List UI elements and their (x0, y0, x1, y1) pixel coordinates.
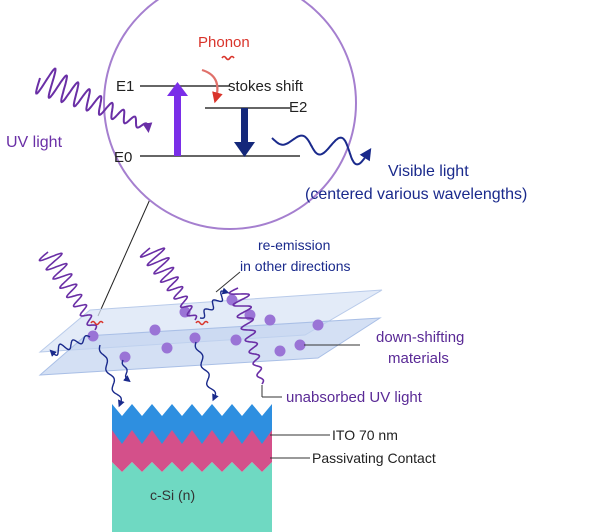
e2-label: E2 (289, 99, 307, 116)
incident-uv-wave (38, 251, 98, 331)
uv-light-label: UV light (6, 134, 63, 151)
incident-uv-wave (139, 247, 198, 321)
particle (87, 330, 99, 342)
particle (189, 332, 201, 344)
re-emission-label-line2: in other directions (240, 258, 351, 274)
particle (226, 294, 238, 306)
zoom-connector-left (97, 187, 156, 317)
re-emission-label-line1: re-emission (258, 237, 330, 253)
transmitted-wave (98, 344, 125, 408)
particle (274, 345, 286, 357)
phonon-squiggle (90, 320, 104, 326)
transmitted-wave (121, 359, 131, 383)
transmitted-wave (194, 341, 219, 402)
re-emitted-wave-up (199, 287, 230, 319)
e0-label: E0 (114, 149, 132, 166)
c-si-substrate (112, 462, 272, 532)
down-shifting-label-line1: down-shifting (376, 329, 464, 346)
passivating-contact-layer (112, 424, 272, 472)
emission-arrow-head (234, 142, 255, 157)
emission-arrow-shaft (241, 108, 248, 144)
phonon-squiggle (195, 320, 209, 326)
particle (312, 319, 324, 331)
down-shifting-label-line2: materials (388, 350, 449, 367)
energy-diagram-circle (103, 0, 357, 230)
phonon-squiggle (221, 55, 235, 61)
particle (264, 314, 276, 326)
particle (230, 334, 242, 346)
ito-label: ITO 70 nm (332, 427, 398, 443)
re-emitted-wave-left (49, 335, 91, 357)
visible-light-detail-label: (centered various wavelengths) (305, 186, 527, 203)
passivating-contact-label: Passivating Contact (312, 450, 436, 466)
excitation-arrow-shaft (174, 95, 181, 156)
visible-light-label: Visible light (388, 163, 469, 180)
excitation-arrow-head (167, 82, 188, 96)
unabsorbed-uv-wave (228, 287, 265, 385)
particle (149, 324, 161, 336)
particle (119, 351, 131, 363)
ito-layer (112, 404, 272, 444)
e1-label: E1 (116, 78, 134, 95)
substrate-label: c-Si (n) (150, 487, 195, 503)
stokes-shift-arrow (201, 68, 223, 104)
particle (294, 339, 306, 351)
uv-light-wave (35, 67, 153, 133)
visible-light-wave (271, 134, 372, 166)
phonon-label: Phonon (198, 34, 250, 51)
stokes-shift-label: stokes shift (228, 78, 304, 95)
particle (161, 342, 173, 354)
re-emission-pointer (215, 271, 241, 293)
unabsorbed-uv-label: unabsorbed UV light (286, 389, 423, 406)
